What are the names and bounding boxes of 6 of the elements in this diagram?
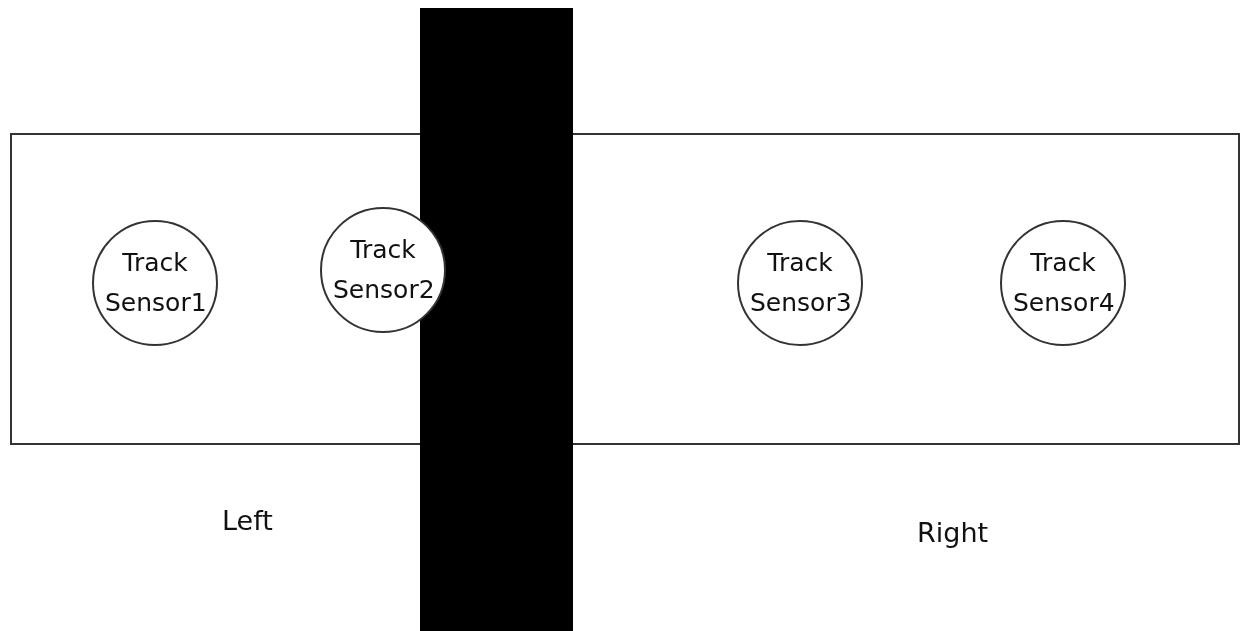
sensor-label: Track Sensor4: [1013, 247, 1113, 319]
sensor-label: Track Sensor1: [105, 247, 205, 319]
side-label: Left: [222, 505, 273, 536]
side-label: Right: [917, 517, 989, 548]
sensor-label: Track Sensor2: [333, 234, 433, 306]
sensor-label: Track Sensor3: [750, 247, 850, 319]
